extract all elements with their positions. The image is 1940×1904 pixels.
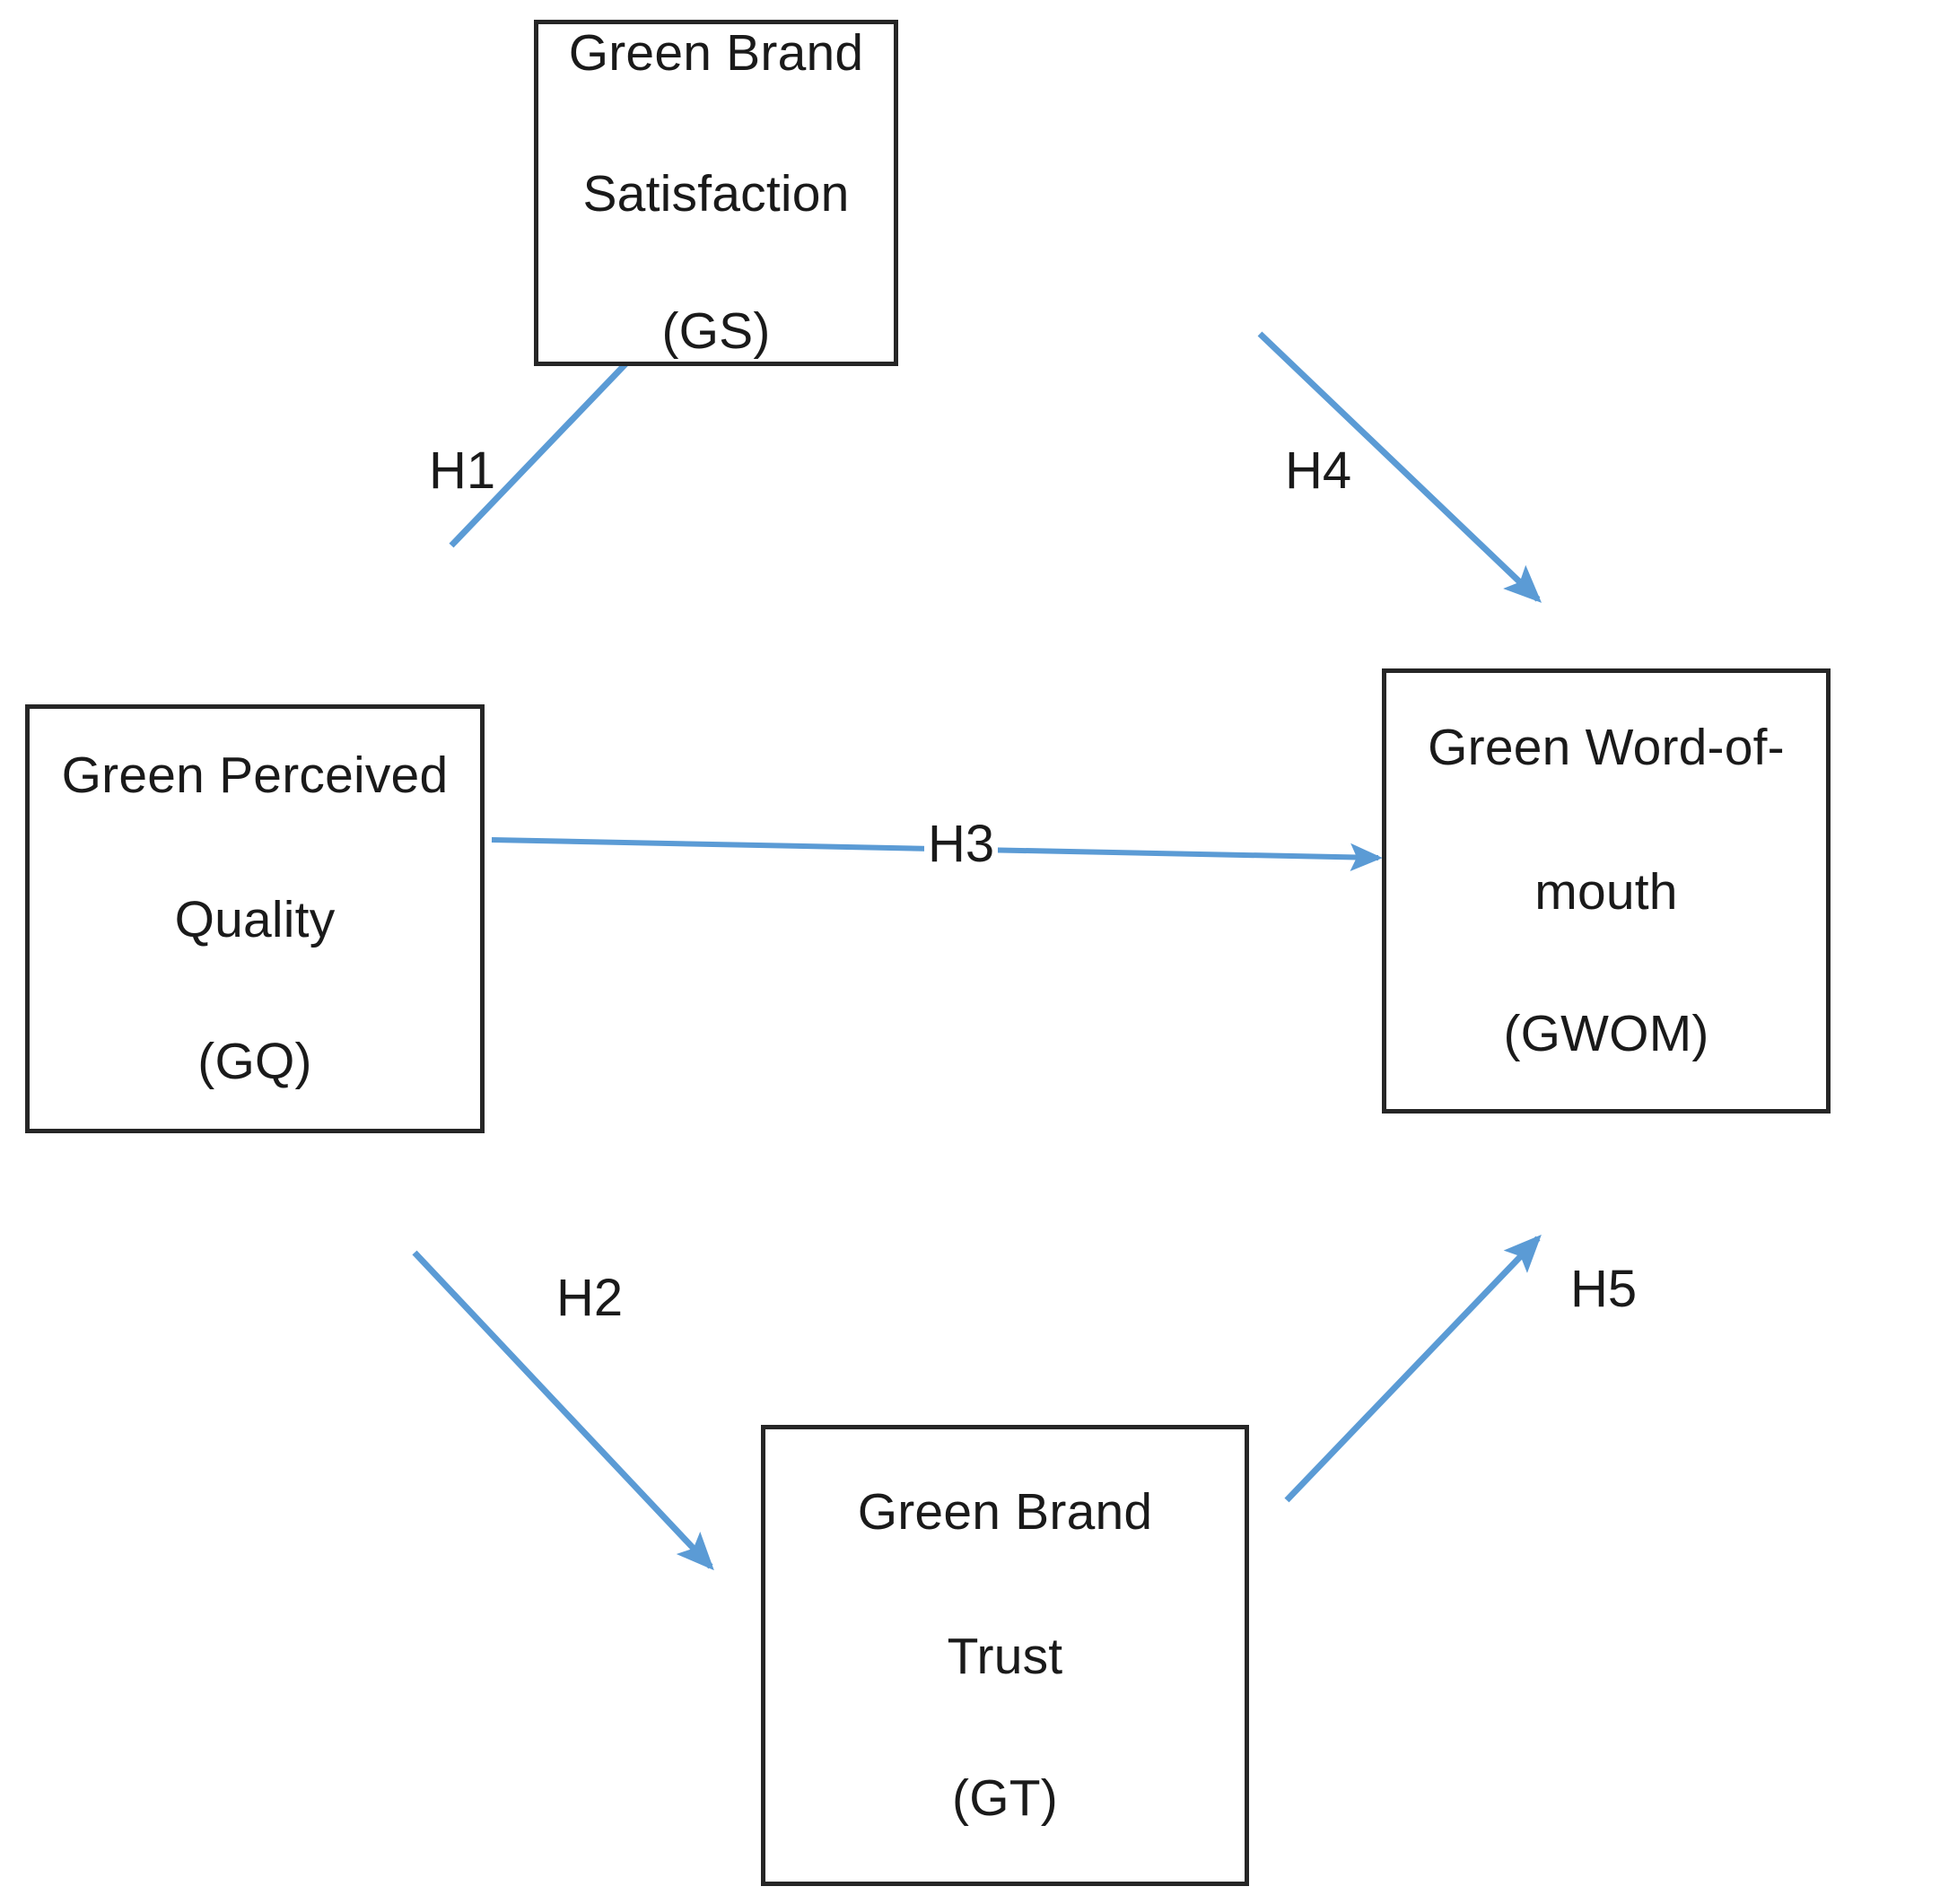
- node-gwom-line2: mouth: [1534, 863, 1678, 921]
- node-gs-abbreviation: (GS): [661, 302, 771, 361]
- node-gt-abbreviation: (GT): [952, 1769, 1058, 1827]
- node-gs-line1: Green Brand: [568, 24, 864, 82]
- node-green-word-of-mouth[interactable]: Green Word-of- mouth (GWOM): [1382, 668, 1831, 1114]
- edge-label-h5: H5: [1570, 1260, 1638, 1318]
- node-gs-line2: Satisfaction: [582, 165, 850, 223]
- node-gt-line1: Green Brand: [857, 1482, 1153, 1541]
- node-gq-line1: Green Perceived: [61, 746, 449, 804]
- node-gt-line2: Trust: [947, 1628, 1063, 1686]
- arrow-h2: [412, 1250, 714, 1571]
- node-green-brand-satisfaction[interactable]: Green Brand Satisfaction (GS): [534, 20, 898, 366]
- edge-label-h1: H1: [429, 441, 496, 500]
- arrow-h5: [1284, 1234, 1542, 1503]
- edge-label-h4: H4: [1285, 441, 1352, 500]
- edge-label-h2: H2: [556, 1269, 624, 1327]
- node-gwom-abbreviation: (GWOM): [1503, 1004, 1709, 1062]
- edge-label-h3: H3: [924, 818, 999, 870]
- arrow-h4: [1257, 331, 1542, 603]
- node-gwom-line1: Green Word-of-: [1428, 718, 1785, 776]
- node-green-brand-trust[interactable]: Green Brand Trust (GT): [761, 1425, 1249, 1886]
- node-green-perceived-quality[interactable]: Green Perceived Quality (GQ): [25, 704, 485, 1133]
- node-gq-line2: Quality: [174, 891, 336, 949]
- node-gq-abbreviation: (GQ): [197, 1032, 312, 1090]
